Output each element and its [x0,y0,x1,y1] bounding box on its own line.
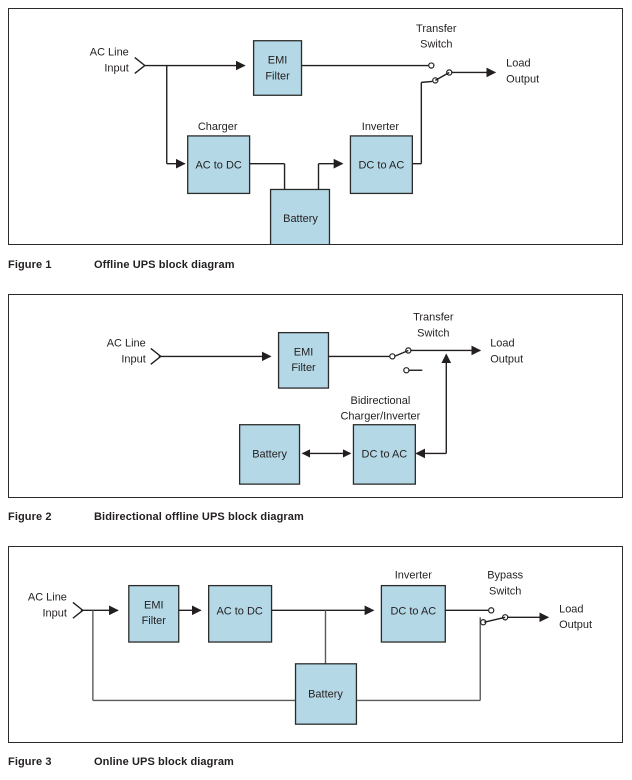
figure-3-diagram: EMI Filter AC to DC Battery Inverter DC … [28,570,592,725]
figure-2-caption-text: Bidirectional offline UPS block diagram [94,511,304,523]
input-chevron-icon [134,57,146,74]
switch-terminal-line [428,62,435,69]
block-bidirectional-title-2: Charger/Inverter [340,411,420,423]
block-battery [269,188,331,244]
block-emi-filter-label-1: EMI [268,55,288,67]
figure-1-caption-text: Offline UPS block diagram [94,259,235,271]
figure-1-caption: Figure 1 Offline UPS block diagram [8,259,235,271]
label-bypass-switch-1: Bypass [487,570,524,582]
figure-3-panel: EMI Filter AC to DC Battery Inverter DC … [8,546,623,743]
label-load-output-1: Load [559,603,583,615]
block-inverter-label: DC to AC [359,160,405,172]
switch-blade [484,616,506,623]
block-battery [294,663,358,725]
figure-2-panel: EMI Filter Battery [8,294,623,498]
block-battery-label: Battery [283,213,318,225]
label-ac-line-input-2: Input [104,62,128,74]
block-charger-title: Charger [198,121,238,133]
switch-terminal-inverter [403,367,410,374]
label-load-output-1: Load [506,58,530,70]
block-inverter-title: Inverter [362,121,400,133]
figure-1-container: EMI Filter Charger AC to DC [0,0,632,286]
block-inverter-title: Inverter [395,570,433,582]
label-load-output-1: Load [490,338,514,350]
switch-terminal-inverter [488,607,495,614]
label-transfer-switch-1: Transfer [413,312,454,324]
figure-3-caption-text: Online UPS block diagram [94,756,234,768]
block-rectifier [208,584,273,643]
label-ac-line-input-2: Input [121,353,145,365]
figure-2-number: Figure 2 [8,511,52,523]
figure-1-panel: EMI Filter Charger AC to DC [8,8,623,245]
label-transfer-switch-1: Transfer [416,23,457,35]
block-battery-label: Battery [308,688,343,700]
block-battery-label: Battery [252,448,287,460]
label-ac-line-input-1: AC Line [90,47,129,59]
block-emi-filter-label-2: Filter [142,615,167,627]
figure-1-number: Figure 1 [8,259,52,271]
block-emi-filter [277,331,330,389]
label-ac-line-input-2: Input [43,607,67,619]
figure-2-caption: Figure 2 Bidirectional offline UPS block … [8,511,304,523]
figure-2-diagram: EMI Filter Battery [107,312,523,485]
figure-3-caption: Figure 3 Online UPS block diagram [8,756,234,768]
label-load-output-2: Output [506,73,539,85]
block-emi-filter [128,584,180,643]
switch-blade [394,349,409,358]
label-bypass-switch-2: Switch [489,586,521,598]
label-ac-line-input-1: AC Line [28,591,67,603]
block-battery [238,424,301,485]
block-bidirectional-charger-inverter [352,424,416,485]
block-bidirectional-label: DC to AC [362,448,408,460]
block-emi-filter-label-1: EMI [144,599,164,611]
switch-blade [434,71,450,81]
wire-riser-to-switch [421,80,433,84]
block-inverter [349,135,413,195]
input-chevron-icon [150,347,162,365]
label-load-output-2: Output [559,619,592,631]
figure-3-container: EMI Filter AC to DC Battery Inverter DC … [0,538,632,780]
label-ac-line-input-1: AC Line [107,338,146,350]
input-chevron-icon [72,601,84,619]
block-emi-filter-label-1: EMI [294,346,314,358]
block-emi-filter [252,40,303,96]
figure-3-number: Figure 3 [8,756,52,768]
block-rectifier-label: AC to DC [216,605,262,617]
block-inverter-label: DC to AC [390,605,436,617]
block-emi-filter-label-2: Filter [265,70,290,82]
label-transfer-switch-2: Switch [420,39,452,51]
block-bidirectional-title-1: Bidirectional [351,395,411,407]
label-transfer-switch-2: Switch [417,328,449,340]
figure-1-diagram: EMI Filter Charger AC to DC [90,23,539,244]
switch-terminal-line [389,353,396,360]
block-inverter [380,584,446,643]
figure-2-container: EMI Filter Battery [0,286,632,538]
block-charger-label: AC to DC [195,160,241,172]
label-load-output-2: Output [490,353,523,365]
block-emi-filter-label-2: Filter [291,362,316,374]
block-charger [187,135,251,195]
